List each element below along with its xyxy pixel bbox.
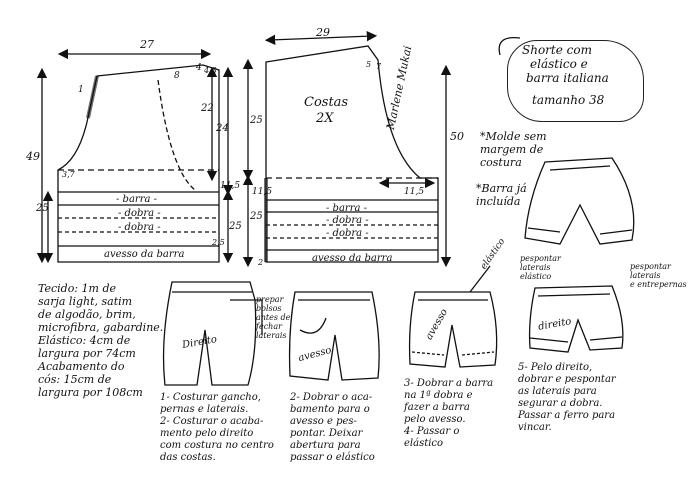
front-seg-25b: 25	[229, 221, 242, 232]
back-seg-25b: 25	[250, 211, 263, 222]
back-qty: 2X	[316, 111, 334, 126]
fig4-note-left: pespontar laterais elástico	[520, 254, 561, 281]
back-avesso: avesso da barra	[312, 253, 393, 264]
materials-text: Tecido: 1m de sarja light, satim de algo…	[38, 282, 164, 399]
back-seg-11-5b: 11,5	[404, 187, 425, 197]
front-seg-22: 22	[201, 103, 214, 114]
note-barra: *Barra já incluída	[476, 182, 527, 208]
front-dobra-1: - dobra -	[118, 208, 161, 219]
front-seg-25a: 25	[36, 203, 49, 214]
front-pattern-piece	[36, 48, 234, 264]
step1-sketch	[162, 281, 263, 386]
step-5-text: 5- Pelo direito, dobrar e pespontar as l…	[518, 362, 616, 433]
front-barra: - barra -	[116, 194, 158, 205]
front-height: 49	[26, 150, 40, 163]
front-dobra-2: - dobra -	[118, 222, 161, 233]
front-seg-2-5: 2,5	[212, 238, 225, 247]
fig4-note-right: pespontar laterais e entrepernas	[630, 262, 687, 289]
title-line-1: Shorte com	[522, 43, 592, 57]
front-width: 27	[140, 38, 154, 51]
finished-shorts-sketch	[524, 157, 635, 245]
step-1-2-text: 1- Costurar gancho, pernas e laterais. 2…	[160, 392, 274, 463]
back-seg-50: 50	[450, 130, 464, 143]
back-dobra-2: - dobra -	[326, 228, 369, 239]
back-width: 29	[316, 26, 330, 39]
step4-sketch	[528, 285, 624, 353]
front-seg-1: 1	[78, 85, 84, 95]
back-seg-25a: 25	[250, 115, 263, 126]
title-line-2: elástico e	[530, 57, 588, 71]
step2-sketch	[288, 291, 380, 381]
back-pattern-piece	[242, 31, 452, 268]
back-seg-7: 7	[376, 62, 382, 71]
front-seg-11-5: 11,5	[220, 181, 241, 191]
back-barra: - barra -	[326, 203, 368, 214]
front-seg-8: 8	[174, 71, 180, 81]
step-2-text: 2- Dobrar o aca- bamento para o avesso e…	[290, 392, 375, 463]
back-seg-11-5a: 11,5	[252, 187, 273, 197]
back-label: Costas	[304, 95, 349, 110]
front-avesso: avesso da barra	[104, 249, 185, 260]
back-seg-5: 5	[366, 60, 372, 69]
title-line-4: tamanho 38	[532, 93, 605, 107]
back-seg-2: 2	[258, 258, 264, 267]
title-box	[507, 40, 644, 122]
front-seg-4-3: 4,3	[204, 66, 217, 75]
front-seg-3-7: 3,7	[62, 170, 75, 179]
front-seg-24: 24	[216, 123, 229, 134]
step3-sketch	[408, 265, 498, 368]
title-line-3: barra italiana	[526, 71, 609, 85]
note-mold: *Molde sem margem de costura	[480, 130, 547, 169]
fig1-side-note: prepar bolsos antes de fechar laterais	[256, 295, 291, 340]
step-3-4-text: 3- Dobrar a barra na 1ª dobra e fazer a …	[404, 378, 494, 449]
back-dobra-1: - dobra -	[326, 215, 369, 226]
front-seg-4: 4	[196, 63, 202, 73]
